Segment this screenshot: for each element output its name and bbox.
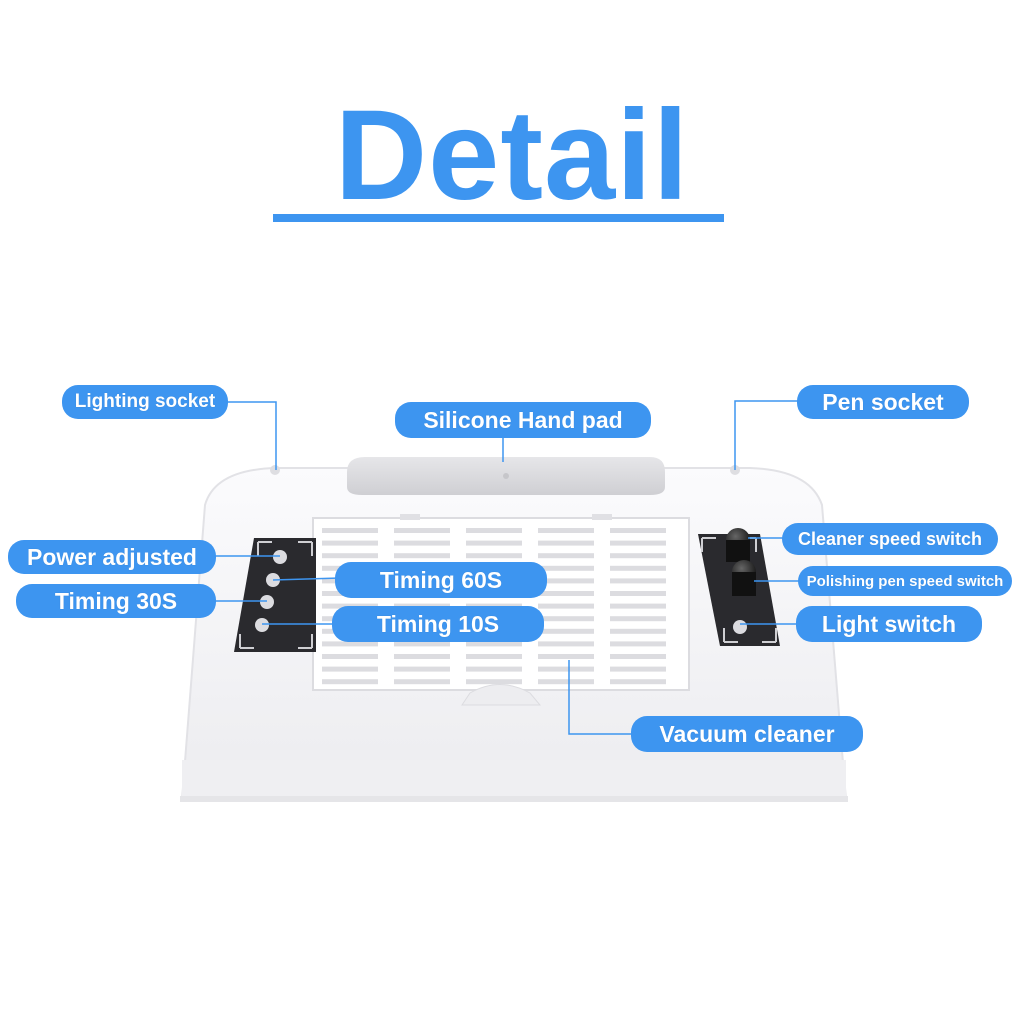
grille-slot [322,553,378,559]
grille-slot [322,528,378,533]
callout-timing-60s: Timing 60S [335,562,547,598]
grille-slot [610,641,666,647]
grille-slot [466,666,522,672]
leader-pen-socket [734,400,799,470]
grille-slot [538,540,594,546]
leader-vacuum-cleaner [568,660,633,735]
lighting-socket-hole [270,465,280,475]
grille-slot [538,591,594,596]
grille-slot [466,540,522,546]
timing-30s-button[interactable] [260,595,274,609]
grille-slot [322,540,378,546]
grille-slot [610,679,666,685]
grille-slot [538,628,594,634]
grille-slot [610,591,666,596]
grille-slot [322,654,378,659]
callout-polishing-pen-speed-switch: Polishing pen speed switch [798,566,1012,596]
grille-slot [538,553,594,559]
grille-slot [394,540,450,546]
grille-slot [466,528,522,533]
cleaner-speed-knob[interactable] [726,528,750,562]
callout-power-adjusted: Power adjusted [8,540,216,574]
grille-slot [394,666,450,672]
grille-slot [610,616,666,622]
callout-light-switch: Light switch [796,606,982,642]
page-title: Detail [334,84,690,227]
callout-pen-socket: Pen socket [797,385,969,419]
grille-slot [394,553,450,559]
grille-slot [394,654,450,659]
grille-slot [610,540,666,546]
leader-lines [214,400,800,735]
grille-slot [538,679,594,685]
leader-lighting-socket [222,401,277,470]
grille-slot [610,528,666,533]
grille-slot [538,654,594,659]
leader-timing-60s [272,577,341,581]
grille-slot [466,679,522,685]
callout-vacuum-cleaner: Vacuum cleaner [631,716,863,752]
callout-cleaner-speed-switch: Cleaner speed switch [782,523,998,555]
grille-slot [538,578,594,584]
silicone-hand-pad [347,457,665,495]
grille-slot [610,666,666,672]
grille-slot [538,666,594,672]
grille-slot [538,528,594,533]
grille-slot [466,641,522,647]
right-control-panel [698,528,780,646]
grille-slot [538,641,594,647]
grille-slot [538,616,594,622]
grille-slot [538,603,594,609]
callout-timing-10s: Timing 10S [332,606,544,642]
power-button[interactable] [273,550,287,564]
grille-slot [322,666,378,672]
callout-timing-30s: Timing 30S [16,584,216,618]
grille-slot [394,641,450,647]
grille-slot [322,679,378,685]
grille-slot [610,553,666,559]
timing-10s-button[interactable] [255,618,269,632]
grille-slot [322,641,378,647]
grille-slot [610,654,666,659]
callout-lighting-socket: Lighting socket [62,385,228,419]
grille-slot [610,603,666,609]
polishing-pen-speed-knob[interactable] [732,560,756,596]
grille-slot [466,553,522,559]
light-switch-button[interactable] [733,620,747,634]
grille-slot [610,578,666,584]
grille-slot [538,565,594,571]
grille-slot [610,565,666,571]
grille-slot [466,654,522,659]
title-underline [273,214,724,222]
grille-slot [394,679,450,685]
callout-silicone-hand-pad: Silicone Hand pad [395,402,651,438]
grille-slot [610,628,666,634]
grille-slot [394,528,450,533]
